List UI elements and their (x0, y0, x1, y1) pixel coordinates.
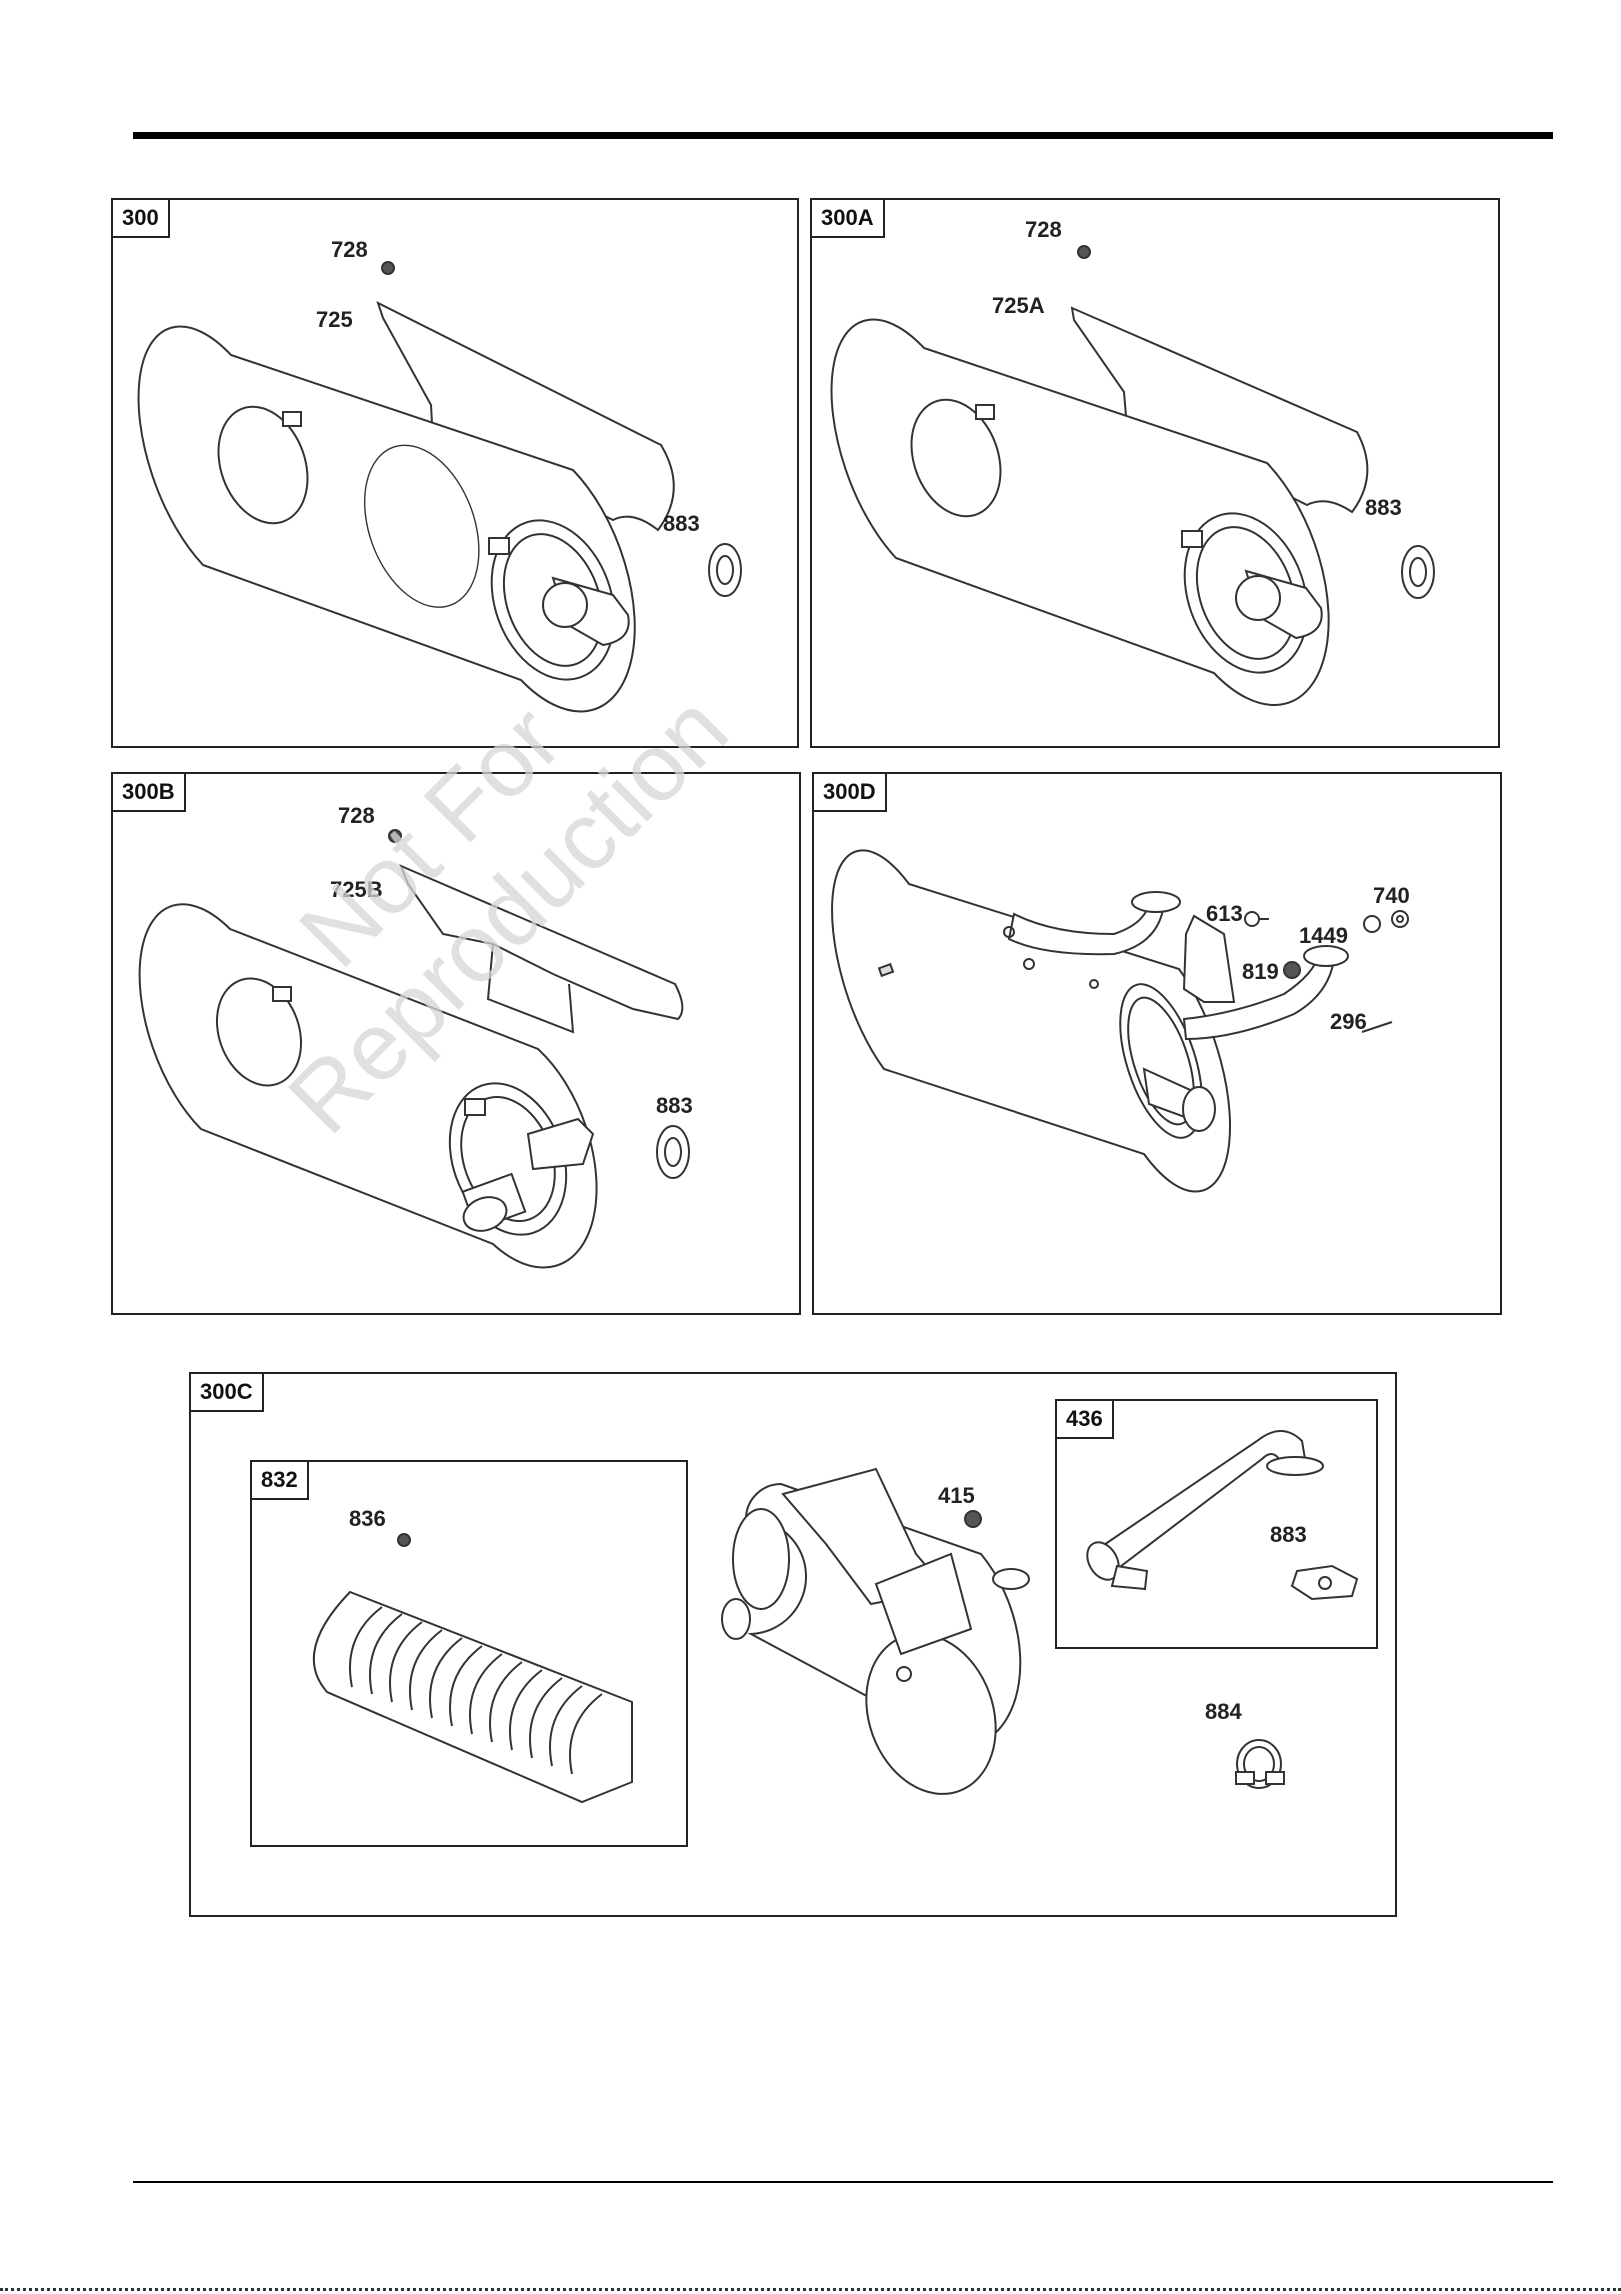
panel-300d: 300D 613 740 1449 819 296 (812, 772, 1502, 1315)
header-rule (133, 132, 1553, 139)
callout-883: 883 (656, 1094, 693, 1118)
subpanel-832: 832 836 (250, 1460, 688, 1847)
callout-725: 725 (316, 308, 353, 332)
muffler-illustration (113, 774, 803, 1317)
callout-819: 819 (1242, 960, 1279, 984)
callout-1449: 1449 (1299, 924, 1348, 948)
callout-836: 836 (349, 1507, 386, 1531)
footer-rule (133, 2181, 1553, 2183)
scan-edge (0, 2288, 1621, 2292)
muffler-illustration (113, 200, 801, 750)
callout-883: 883 (1365, 496, 1402, 520)
callout-740: 740 (1373, 884, 1410, 908)
callout-725a: 725A (992, 294, 1045, 318)
callout-725b: 725B (330, 878, 383, 902)
callout-883: 883 (663, 512, 700, 536)
panel-300a: 300A 728 725A 883 (810, 198, 1500, 748)
callout-728: 728 (338, 804, 375, 828)
panel-tag: 300A (812, 200, 885, 238)
callout-613: 613 (1206, 902, 1243, 926)
subpanel-436: 436 883 (1055, 1399, 1378, 1649)
panel-tag: 436 (1057, 1401, 1114, 1439)
callout-728: 728 (1025, 218, 1062, 242)
panel-tag: 300 (113, 200, 170, 238)
panel-300b: 300B 728 725B 883 (111, 772, 801, 1315)
callout-728: 728 (331, 238, 368, 262)
panel-tag: 832 (252, 1462, 309, 1500)
panel-300c: 300C 415 884 832 836 (189, 1372, 1397, 1917)
muffler-illustration (814, 774, 1504, 1317)
muffler-illustration (812, 200, 1502, 750)
panel-tag: 300D (814, 774, 887, 812)
callout-883: 883 (1270, 1523, 1307, 1547)
callout-296: 296 (1330, 1010, 1367, 1034)
spark-arrester-screen-illustration (252, 1462, 690, 1849)
panel-300: 300 728 725 883 (111, 198, 799, 748)
panel-tag: 300B (113, 774, 186, 812)
